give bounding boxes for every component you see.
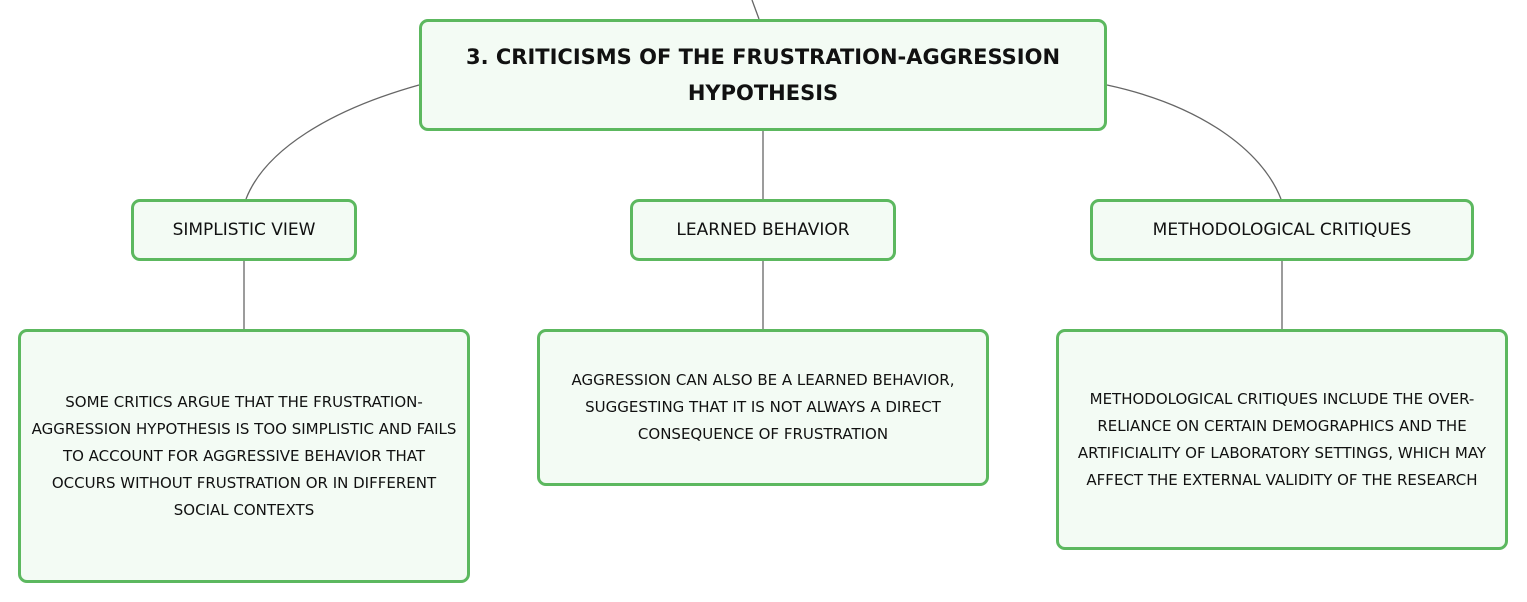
detail-text-methodological-critiques: Methodological critiques include the ove… bbox=[1077, 389, 1487, 489]
root-topic-node[interactable]: 3. Criticisms of the Frustration-Aggress… bbox=[419, 19, 1107, 131]
branch-node-learned-behavior[interactable]: Learned Behavior bbox=[630, 199, 896, 261]
branch-label-learned-behavior: Learned Behavior bbox=[676, 220, 850, 240]
connector-root-to-simplistic-view bbox=[245, 84, 420, 200]
branch-label-simplistic-view: Simplistic View bbox=[172, 220, 316, 240]
detail-node-learned-behavior[interactable]: Aggression can also be a learned behavio… bbox=[537, 329, 989, 486]
connector-parent-to-root bbox=[751, 0, 760, 20]
detail-node-simplistic-view[interactable]: Some critics argue that the frustration-… bbox=[18, 329, 470, 583]
branch-label-methodological-critiques: Methodological Critiques bbox=[1152, 220, 1412, 240]
detail-node-methodological-critiques[interactable]: Methodological critiques include the ove… bbox=[1056, 329, 1508, 550]
detail-text-learned-behavior: Aggression can also be a learned behavio… bbox=[571, 371, 955, 443]
branch-node-simplistic-view[interactable]: Simplistic View bbox=[131, 199, 357, 261]
connector-root-to-methodological-critiques bbox=[1106, 84, 1282, 200]
root-topic-label: 3. Criticisms of the Frustration-Aggress… bbox=[465, 45, 1061, 105]
detail-text-simplistic-view: Some critics argue that the frustration-… bbox=[31, 392, 457, 519]
branch-node-methodological-critiques[interactable]: Methodological Critiques bbox=[1090, 199, 1474, 261]
